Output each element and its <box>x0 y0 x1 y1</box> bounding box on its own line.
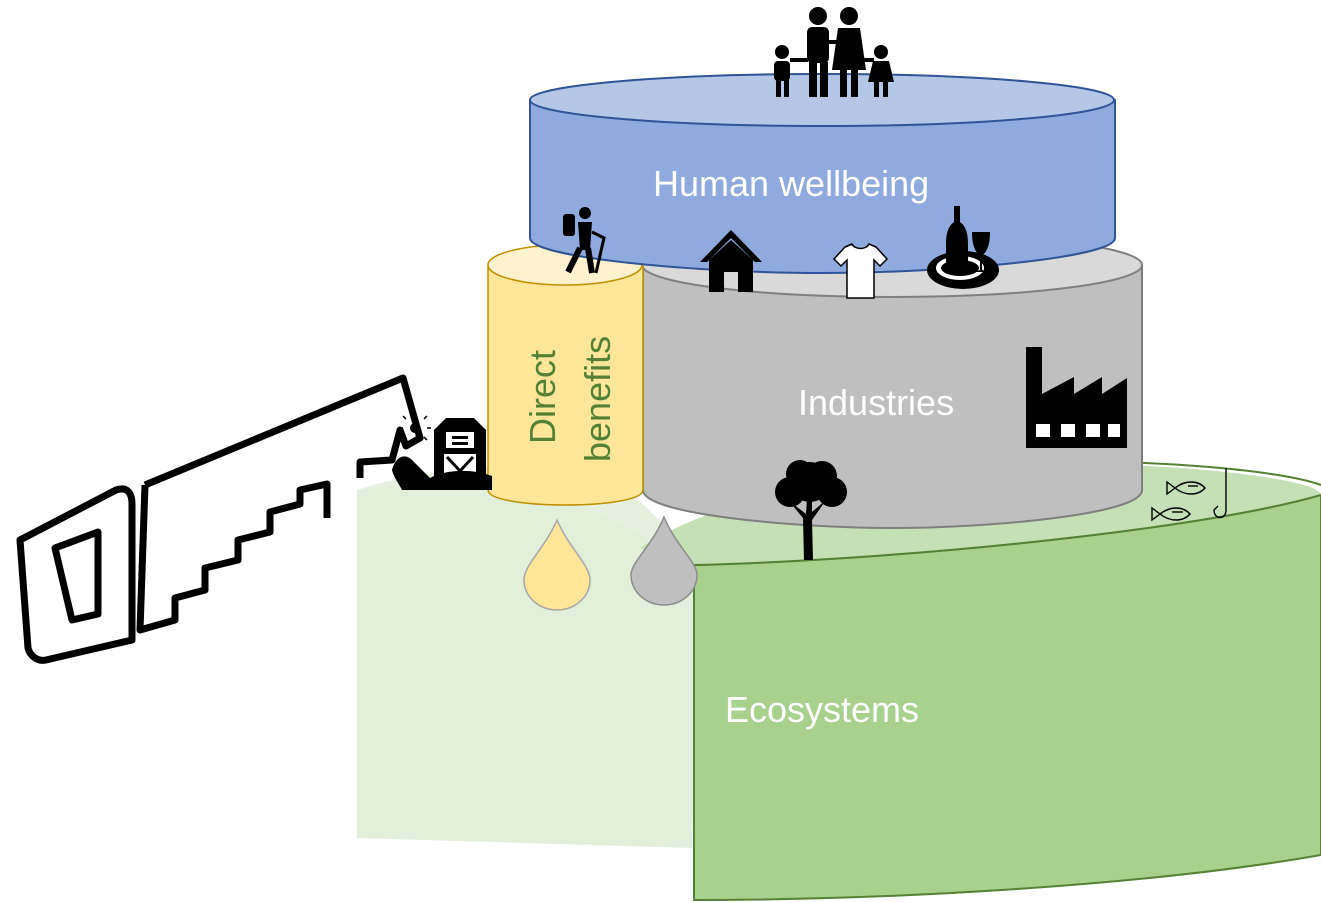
factory-icon <box>1026 347 1127 448</box>
direct-benefits-label-line1: Direct <box>522 350 563 444</box>
ecosystems-cut-slice <box>357 478 700 848</box>
water-drop-yellow-icon <box>523 518 591 611</box>
family-icon <box>774 7 894 97</box>
human-wellbeing-label: Human wellbeing <box>653 163 929 204</box>
house-icon <box>700 230 762 292</box>
human-wellbeing-body <box>529 99 1116 275</box>
tree-icon <box>775 460 847 560</box>
human-wellbeing-layer: Human wellbeing <box>529 73 1116 275</box>
industries-label: Industries <box>798 382 954 423</box>
barn-icon <box>392 412 492 490</box>
ecosystems-label: Ecosystems <box>725 689 919 730</box>
direct-benefits-body <box>487 264 644 506</box>
industries-body <box>642 264 1143 530</box>
water-drops <box>523 515 698 611</box>
fish-hook-icon <box>1151 468 1227 522</box>
saw-icon <box>16 374 424 664</box>
water-drop-gray-icon <box>630 515 698 606</box>
ecosystems-rim <box>693 494 1321 566</box>
direct-benefits-label-line2: benefits <box>577 336 618 462</box>
tshirt-icon <box>832 243 889 299</box>
direct-benefits-layer: Direct benefits <box>487 244 644 506</box>
hiker-icon <box>563 207 606 274</box>
food-wine-icon <box>927 206 999 289</box>
